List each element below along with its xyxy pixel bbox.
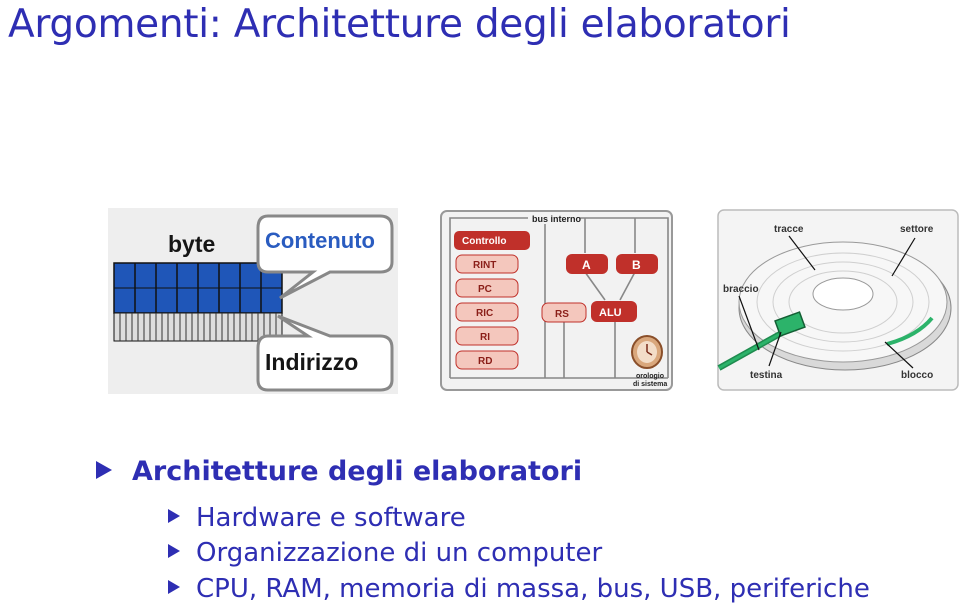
bullet-sub-item: Hardware e software [168,503,466,533]
bullet-sub-text: Organizzazione di un computer [196,538,603,568]
disk-block-highlight [886,316,934,346]
clock-label-2: di sistema [633,381,667,388]
control-unit [454,231,530,250]
disk-diagram: tracce settore braccio testina blocco [717,209,959,391]
register-label: RIC [476,308,493,319]
bullet-triangle-icon [96,460,112,479]
bullet-main-text: Architetture degli elaboratori [132,456,583,487]
address-callout: Indirizzo [256,314,394,392]
register-rs-label: RS [555,309,569,320]
register-a [566,254,608,274]
bus-label: bus interno [532,214,582,224]
arm-label: braccio [723,284,759,295]
control-label: Controllo [462,236,506,247]
bullet-sub-text: Hardware e software [196,503,466,533]
sector-label: settore [900,224,934,235]
bullet-sub-item: CPU, RAM, memoria di massa, bus, USB, pe… [168,574,870,604]
register-b [616,254,658,274]
bullet-main: Architetture degli elaboratori [96,456,582,487]
head-label: testina [750,370,783,381]
bullet-triangle-icon [168,543,180,558]
register-list: RINT PC RIC RI RD [455,254,519,370]
cpu-figure: bus interno Controllo RINT PC RIC RI RD … [440,208,673,392]
content-callout: Contenuto [256,214,394,300]
byte-label: byte [168,231,215,257]
register-label: RI [480,332,490,343]
register-b-label: B [632,258,641,272]
register-label: PC [478,284,492,295]
address-strip [113,312,283,342]
tracks-label: tracce [774,224,804,235]
alu [591,301,637,322]
cpu-diagram: bus interno Controllo RINT PC RIC RI RD … [440,210,673,391]
content-label: Contenuto [265,228,375,253]
block-label: blocco [901,370,933,381]
register-a-label: A [582,258,591,272]
register-label: RD [478,356,492,367]
register-label: RINT [473,260,496,271]
memory-figure: byte Contenuto Indirizzo [108,208,398,394]
register-rs [541,302,587,323]
disk-arm [717,311,806,371]
leader-lines [738,235,916,369]
disk-figure: tracce settore braccio testina blocco [717,208,959,392]
bullet-sub-item: Organizzazione di un computer [168,538,602,568]
bullet-sub-text: CPU, RAM, memoria di massa, bus, USB, pe… [196,574,870,604]
bullet-triangle-icon [168,579,180,594]
bullet-triangle-icon [168,508,180,523]
clock-label-1: orologio [636,373,664,380]
alu-label: ALU [599,307,622,319]
memory-cells [113,262,283,314]
disk-platter [738,241,952,371]
slide-title: Argomenti: Architetture degli elaborator… [8,2,791,47]
memory-diagram: byte Contenuto Indirizzo [108,208,398,394]
clock-icon [631,335,663,369]
address-label: Indirizzo [265,349,358,375]
